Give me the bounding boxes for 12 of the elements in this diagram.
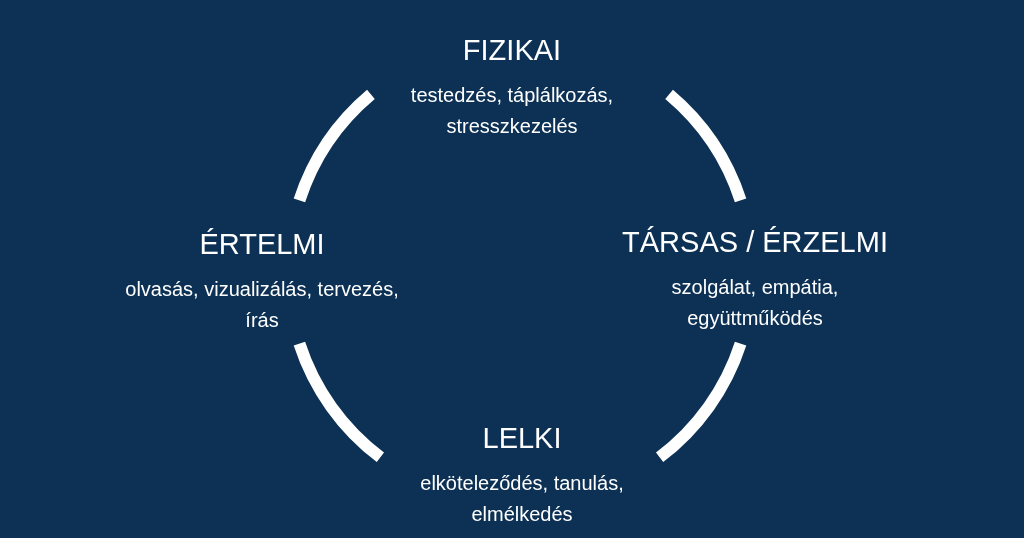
category-heading: ÉRTELMI (199, 227, 325, 262)
category-description: testedzés, táplálkozás, stresszkezelés (409, 83, 615, 139)
ring-arc (655, 341, 747, 462)
ring-arc (293, 341, 385, 462)
category-description: elköteleződés, tanulás, elmélkedés (419, 471, 625, 527)
ring-arc (665, 89, 747, 203)
ring-arc (293, 89, 375, 203)
category-heading: TÁRSAS / ÉRZELMI (622, 225, 888, 260)
category-heading: LELKI (482, 421, 562, 456)
category-description: szolgálat, empátia, együttműködés (670, 275, 840, 331)
category-description: olvasás, vizualizálás, tervezés, írás (124, 277, 400, 333)
category-heading: FIZIKAI (462, 33, 562, 68)
